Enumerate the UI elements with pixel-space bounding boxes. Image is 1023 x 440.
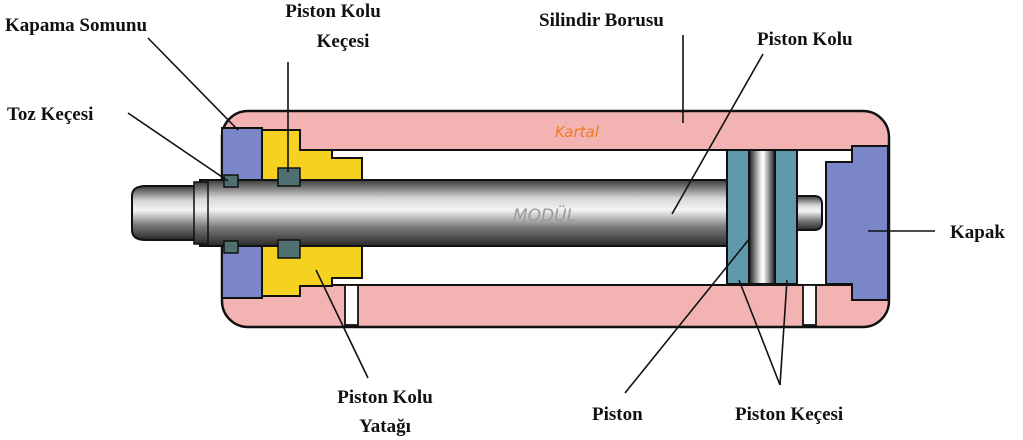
rod-mark: MODÜL bbox=[513, 204, 576, 226]
leader-toz-kecesi bbox=[127, 112, 229, 182]
label-piston-kolu-yatagi-2: Yatağı bbox=[359, 416, 411, 437]
label-toz-kecesi: Toz Keçesi bbox=[7, 104, 93, 125]
dust-seal-top bbox=[223, 174, 239, 188]
rod-seal-top bbox=[277, 167, 301, 187]
end-cap bbox=[825, 145, 889, 301]
label-piston-kolu-kecesi-1: Piston Kolu bbox=[285, 1, 381, 22]
label-piston-kecesi: Piston Keçesi bbox=[735, 404, 843, 425]
leader-piston-kolu-yatagi bbox=[315, 269, 369, 379]
leader-piston-kecesi-b bbox=[779, 279, 788, 386]
piston bbox=[748, 149, 776, 285]
label-piston: Piston bbox=[592, 404, 643, 425]
label-silindir-borusu: Silindir Borusu bbox=[539, 10, 664, 31]
label-piston-kolu: Piston Kolu bbox=[757, 29, 853, 50]
port-left bbox=[344, 284, 359, 326]
leader-kapama-somunu bbox=[147, 37, 239, 131]
leader-piston bbox=[624, 237, 751, 394]
rod-collar bbox=[193, 181, 209, 245]
piston-seal-right bbox=[774, 149, 798, 285]
label-kapak: Kapak bbox=[950, 222, 1005, 243]
label-piston-kolu-kecesi-2: Keçesi bbox=[317, 31, 370, 52]
label-piston-kolu-yatagi-1: Piston Kolu bbox=[337, 387, 433, 408]
piston-seal-left bbox=[726, 149, 750, 285]
leader-piston-kolu bbox=[671, 53, 764, 215]
label-kapama-somunu: Kapama Somunu bbox=[5, 15, 147, 36]
rod-end bbox=[131, 185, 207, 241]
port-right bbox=[802, 284, 817, 326]
dust-seal-bottom bbox=[223, 240, 239, 254]
rod-seal-bottom bbox=[277, 239, 301, 259]
tube-mark: Kartal bbox=[555, 123, 600, 141]
leader-piston-kecesi-a bbox=[738, 279, 781, 386]
piston-rod bbox=[199, 179, 731, 247]
